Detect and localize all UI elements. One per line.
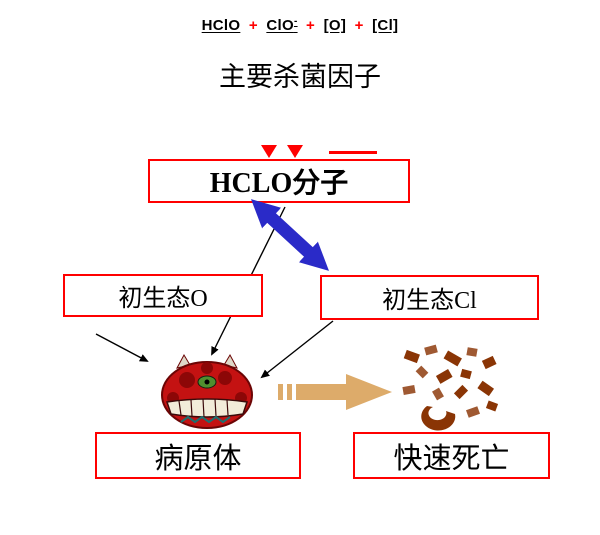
red-arrowhead-left <box>261 145 277 158</box>
tan-arrow <box>278 374 392 410</box>
formula-term-hclo: HClO <box>201 17 241 34</box>
arrow-o-to-pathogen <box>95 333 149 362</box>
formula-line: HClO + ClO- + [O] + [Cl] <box>0 16 600 34</box>
nascent-cl-box-label: 初生态Cl <box>382 288 477 314</box>
red-dash <box>329 151 377 154</box>
formula-term-clo: ClO- <box>266 16 298 34</box>
formula-term-clo-sup: - <box>293 16 298 27</box>
hclo-box-label: HCLO分子 <box>209 168 349 199</box>
diagram-title: 主要杀菌因子 <box>219 62 381 92</box>
pathogen-box-label: 病原体 <box>154 442 242 475</box>
formula-plus-2: + <box>306 17 316 34</box>
nascent-o-box-label: 初生态O <box>118 286 208 312</box>
nascent-cl-box: 初生态Cl <box>320 275 539 320</box>
formula-term-cl: [Cl] <box>372 17 399 34</box>
arrow-cl-to-pathogen <box>260 320 334 379</box>
formula-plus-3: + <box>354 17 364 34</box>
pathogen-illustration <box>161 353 253 429</box>
red-arrowhead-right <box>287 145 303 158</box>
fragments-illustration <box>402 344 499 431</box>
formula-term-o: [O] <box>323 17 347 34</box>
hclo-box: HCLO分子 <box>148 159 410 203</box>
death-box-label: 快速死亡 <box>393 442 510 475</box>
formula-term-clo-base: ClO <box>266 17 294 34</box>
fragment-crescent <box>421 406 456 431</box>
nascent-o-box: 初生态O <box>63 274 263 317</box>
formula-plus-1: + <box>248 17 258 34</box>
tan-arrow-head <box>346 374 392 410</box>
red-arrowhead-marks <box>261 145 377 158</box>
death-box: 快速死亡 <box>353 432 550 479</box>
pathogen-box: 病原体 <box>95 432 301 479</box>
blue-double-arrow <box>251 199 329 271</box>
